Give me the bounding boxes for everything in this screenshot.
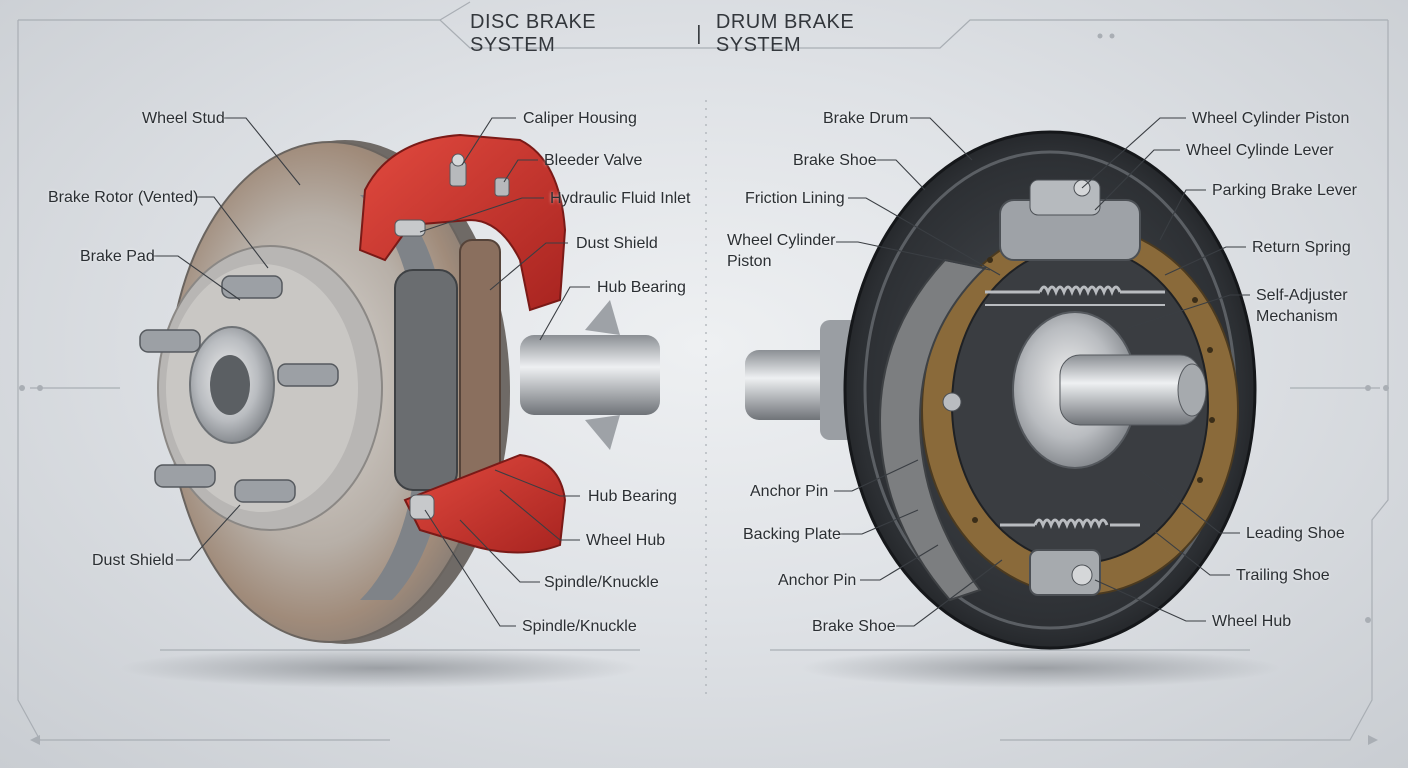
label-self-adjuster-2: Mechanism (1256, 308, 1338, 325)
label-trailing-shoe: Trailing Shoe (1236, 567, 1330, 584)
label-friction-lining: Friction Lining (745, 190, 845, 207)
title-separator: | (696, 22, 702, 45)
return-springs (985, 285, 1165, 530)
label-parking-brake-lever: Parking Brake Lever (1212, 182, 1357, 199)
label-wheel-hub-disc: Wheel Hub (586, 532, 666, 549)
lining-rivets (972, 257, 1215, 523)
label-hydraulic-fluid-inlet: Hydraulic Fluid Inlet (550, 190, 691, 207)
diagram-title: DISC BRAKE SYSTEM | DRUM BRAKE SYSTEM (470, 11, 940, 56)
label-wheel-cylinder-left-2: Piston (727, 253, 772, 270)
label-anchor-pin-2: Anchor Pin (778, 572, 857, 589)
leader-lines (152, 117, 1250, 627)
label-wheel-cylinde-lever: Wheel Cylinde Lever (1186, 142, 1334, 159)
label-hub-bearing-top: Hub Bearing (597, 279, 686, 296)
label-spindle-knuckle-2: Spindle/Knuckle (522, 618, 637, 635)
label-wheel-hub-drum: Wheel Hub (1212, 613, 1292, 630)
label-wheel-cylinder-piston: Wheel Cylinder Piston (1192, 110, 1350, 127)
drum-shadow (800, 648, 1280, 688)
title-drum: DRUM BRAKE SYSTEM (715, 11, 855, 56)
label-leading-shoe: Leading Shoe (1246, 525, 1345, 542)
brake-pad (394, 269, 458, 491)
disc-spindle (520, 335, 660, 415)
label-brake-pad: Brake Pad (80, 248, 155, 265)
label-wheel-stud: Wheel Stud (142, 110, 225, 127)
label-caliper-housing: Caliper Housing (523, 110, 637, 127)
label-wheel-cylinder-left-1: Wheel Cylinder (727, 232, 836, 249)
disc-brake-assembly (139, 133, 660, 644)
label-return-spring: Return Spring (1252, 239, 1351, 256)
label-hub-bearing-bottom: Hub Bearing (588, 488, 677, 505)
label-dust-shield-right: Dust Shield (576, 235, 658, 252)
title-disc: DISC BRAKE SYSTEM (470, 11, 597, 56)
label-dust-shield-left: Dust Shield (92, 552, 174, 569)
label-brake-rotor: Brake Rotor (Vented) (48, 189, 199, 206)
wheel-studs (139, 275, 339, 503)
label-bleeder-valve: Bleeder Valve (544, 152, 643, 169)
label-anchor-pin-1: Anchor Pin (750, 483, 829, 500)
disc-shadow (120, 648, 640, 688)
label-spindle-knuckle-1: Spindle/Knuckle (544, 574, 659, 591)
label-backing-plate: Backing Plate (743, 526, 841, 543)
label-self-adjuster-1: Self-Adjuster (1256, 287, 1348, 304)
label-brake-shoe-bottom: Brake Shoe (812, 618, 896, 635)
caliper-housing (358, 133, 567, 312)
caliper-lower (403, 453, 567, 554)
label-brake-shoe-top: Brake Shoe (793, 152, 877, 169)
label-brake-drum: Brake Drum (823, 110, 909, 127)
